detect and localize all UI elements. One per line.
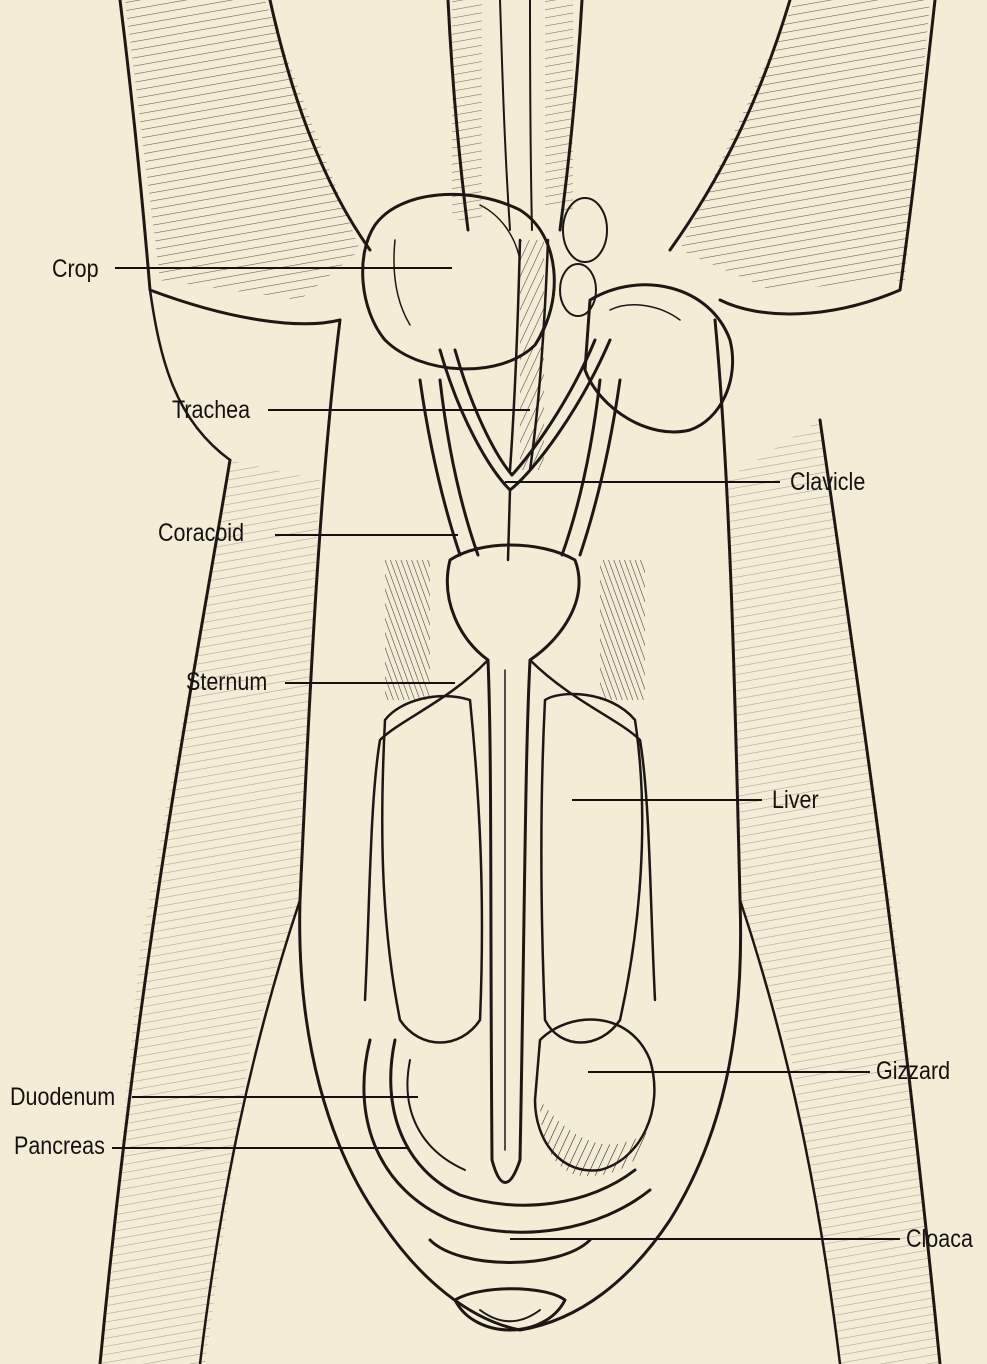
right-pectoral (585, 285, 733, 432)
thyroid-lobes (560, 198, 607, 316)
label-clavicle: Clavicle (790, 467, 865, 497)
label-cloaca: Cloaca (906, 1224, 973, 1254)
gizzard-organ (535, 1020, 654, 1176)
label-gizzard: Gizzard (876, 1056, 950, 1086)
liver-organ (382, 694, 642, 1042)
label-trachea: Trachea (172, 395, 250, 425)
label-coracoid: Coracoid (158, 518, 244, 548)
label-crop: Crop (52, 254, 99, 284)
duodenum-loop (364, 1040, 650, 1232)
label-duodenum: Duodenum (10, 1082, 115, 1112)
label-sternum: Sternum (186, 667, 267, 697)
right-wing (670, 0, 935, 314)
label-liver: Liver (772, 785, 819, 815)
ribs (385, 560, 645, 700)
label-pancreas: Pancreas (14, 1131, 105, 1161)
